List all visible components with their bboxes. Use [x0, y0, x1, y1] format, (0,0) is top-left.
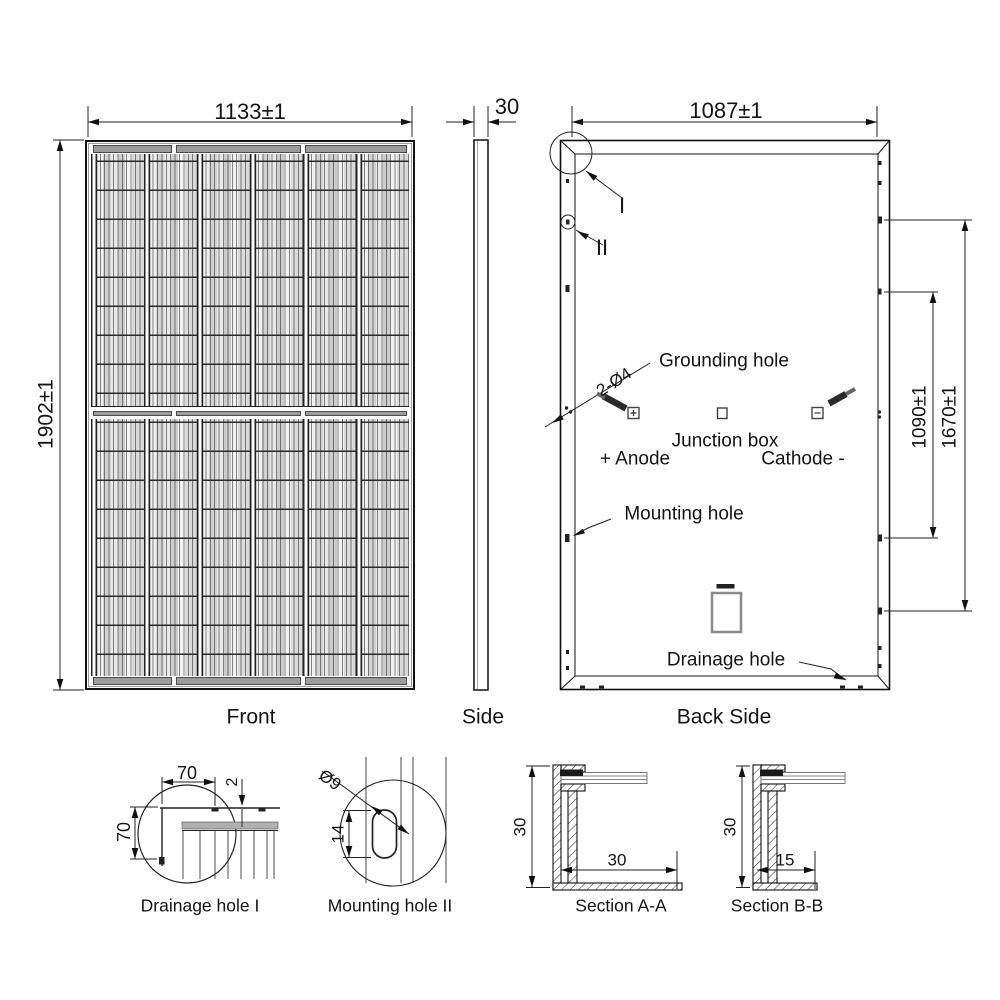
front-view-title: Front [226, 705, 276, 729]
front-view-panel [85, 140, 415, 690]
front-frame-inner-line [88, 143, 412, 687]
cathode-label: Cathode - [761, 448, 845, 470]
nameplate-sticker [710, 584, 743, 634]
mounting-hole-leader [573, 518, 612, 536]
front-width-dimension [87, 106, 413, 137]
drainage-slot-width-text: 2 [224, 777, 241, 787]
back-mounting-span-dim-text: 1090±1 [909, 385, 931, 449]
mounting-slot-length-text: 14 [328, 824, 348, 844]
ribbon-bar [304, 145, 407, 153]
section-aa-title: Section A-A [575, 895, 667, 916]
section-aa-height-text: 30 [510, 817, 530, 837]
front-bottom-ribbon-strip [91, 676, 409, 685]
detail-callout-II-marker [560, 214, 604, 246]
drainage-hole-label: Drainage hole [666, 649, 786, 671]
anode-connector [596, 391, 640, 420]
detail-drainage-hole-drawing [130, 777, 280, 884]
front-top-ribbon-strip [91, 144, 409, 154]
junction-box-symbol [716, 407, 728, 420]
anode-label: + Anode [599, 448, 671, 470]
back-mounting-span-dimension [884, 291, 938, 539]
drainage-offset-v-text: 70 [114, 821, 134, 843]
side-thickness-dimension [446, 106, 516, 137]
back-outer-span-dimension [884, 219, 972, 612]
ribbon-bar [304, 676, 407, 685]
detail-callout-II-text: II [595, 235, 609, 260]
grounding-hole-label: Grounding hole [659, 350, 789, 372]
drainage-offset-h-text: 70 [176, 763, 198, 783]
ribbon-bar [304, 410, 407, 416]
section-bb-title: Section B-B [730, 895, 824, 916]
cathode-connector [811, 387, 856, 420]
section-aa-drawing [526, 764, 683, 891]
back-view-title: Back Side [676, 705, 772, 729]
front-width-dim-text: 1133±1 [214, 99, 286, 124]
front-height-dimension [53, 139, 84, 691]
side-thickness-dim-text: 30 [494, 94, 520, 119]
ribbon-bar [93, 676, 172, 685]
side-view-title: Side [461, 705, 505, 729]
section-bb-height-text: 30 [720, 817, 740, 837]
front-height-dim-text: 1902±1 [34, 379, 58, 449]
detail-mounting-title: Mounting hole II [327, 895, 453, 916]
ribbon-bar [175, 676, 301, 685]
side-view-outline [473, 139, 489, 691]
back-outer-span-dim-text: 1670±1 [939, 385, 961, 449]
ribbon-bar [93, 145, 172, 153]
back-bottom-edge-drainage-slots [580, 685, 863, 689]
detail-callout-I-text: I [618, 193, 626, 218]
section-aa-flange-text: 30 [607, 850, 627, 870]
drainage-hole-leader [798, 661, 847, 681]
section-bb-drawing [736, 764, 846, 891]
mounting-hole-label: Mounting hole [624, 503, 744, 525]
detail-callout-I-marker [549, 131, 623, 199]
detail-mounting-hole-drawing [321, 757, 447, 887]
ribbon-bar [175, 410, 301, 416]
junction-box-label: Junction box [671, 430, 779, 452]
front-mid-ribbon-strip [91, 406, 409, 419]
detail-drainage-title: Drainage hole I [140, 895, 260, 916]
back-right-edge-holes [877, 161, 882, 668]
ribbon-bar [175, 145, 301, 153]
back-width-dim-text: 1087±1 [689, 98, 763, 123]
ribbon-bar [93, 410, 172, 416]
section-bb-flange-text: 15 [775, 850, 795, 870]
